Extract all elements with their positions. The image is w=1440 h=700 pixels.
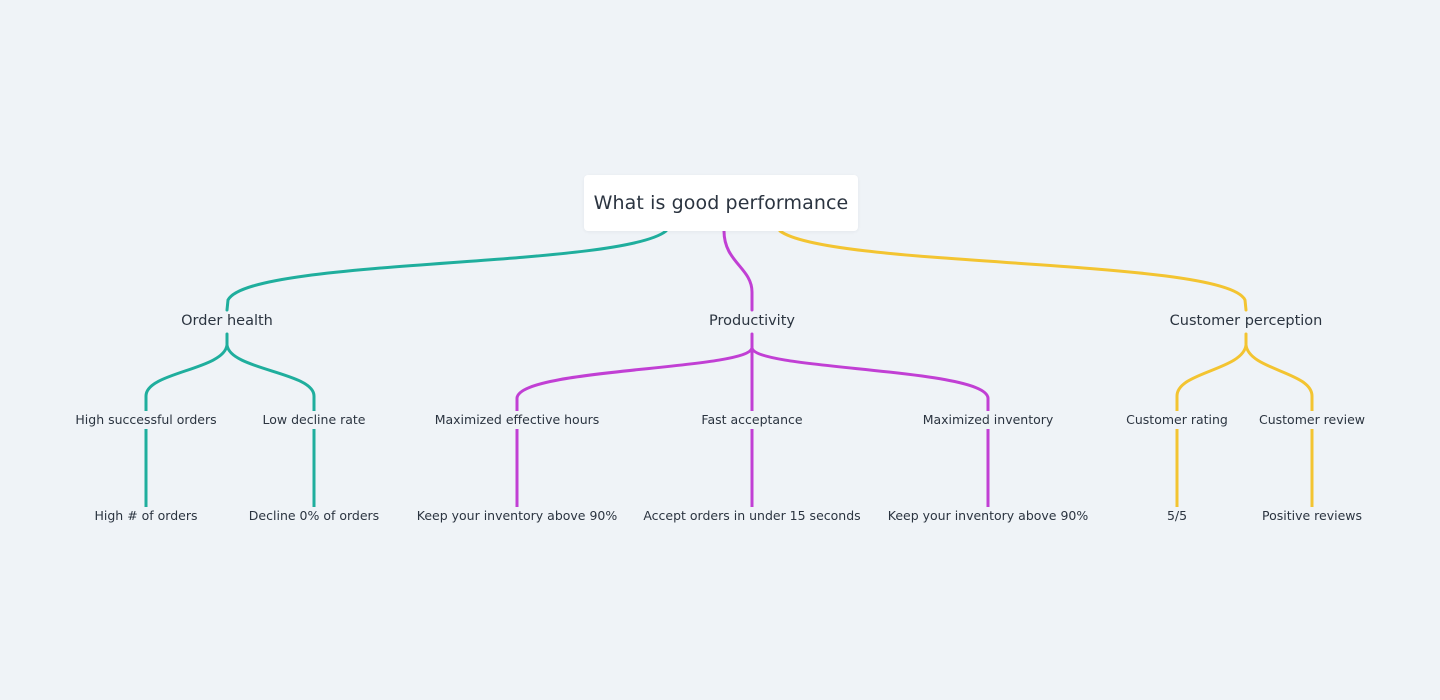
leaf-decline-zero-percent[interactable]: Decline 0% of orders — [246, 507, 382, 525]
connector-customer-perception-to-customer-review — [1244, 343, 1314, 413]
node-high-successful-orders[interactable]: High successful orders — [73, 411, 219, 429]
leaf-keep-inventory-above-90-b[interactable]: Keep your inventory above 90% — [885, 507, 1091, 525]
connector-customer-perception-to-customer-rating — [1175, 332, 1248, 413]
connector-productivity-to-maximized-inventory — [750, 346, 990, 413]
leaf-rating-5-of-5[interactable]: 5/5 — [1164, 507, 1190, 525]
node-productivity[interactable]: Productivity — [707, 312, 797, 330]
leaf-high-number-of-orders[interactable]: High # of orders — [92, 507, 200, 525]
node-customer-rating[interactable]: Customer rating — [1124, 411, 1230, 429]
root-node-label: What is good performance — [593, 192, 849, 214]
leaf-positive-reviews[interactable]: Positive reviews — [1259, 507, 1365, 525]
connector-productivity-to-maximized-effective-hours — [515, 332, 754, 413]
connector-root-to-productivity — [722, 229, 754, 312]
node-maximized-effective-hours[interactable]: Maximized effective hours — [432, 411, 602, 429]
root-node[interactable]: What is good performance — [584, 175, 858, 231]
connector-root-to-order-health — [225, 229, 668, 312]
leaf-keep-inventory-above-90-a[interactable]: Keep your inventory above 90% — [414, 507, 620, 525]
node-maximized-inventory[interactable]: Maximized inventory — [920, 411, 1056, 429]
node-customer-review[interactable]: Customer review — [1256, 411, 1368, 429]
leaf-accept-orders-under-15s[interactable]: Accept orders in under 15 seconds — [641, 507, 863, 525]
connector-order-health-to-high-successful-orders — [144, 332, 229, 413]
node-fast-acceptance[interactable]: Fast acceptance — [699, 411, 805, 429]
connector-order-health-to-low-decline-rate — [225, 343, 316, 413]
node-order-health[interactable]: Order health — [179, 312, 275, 330]
node-low-decline-rate[interactable]: Low decline rate — [260, 411, 368, 429]
node-customer-perception[interactable]: Customer perception — [1167, 312, 1325, 330]
connector-root-to-customer-perception — [778, 229, 1248, 312]
